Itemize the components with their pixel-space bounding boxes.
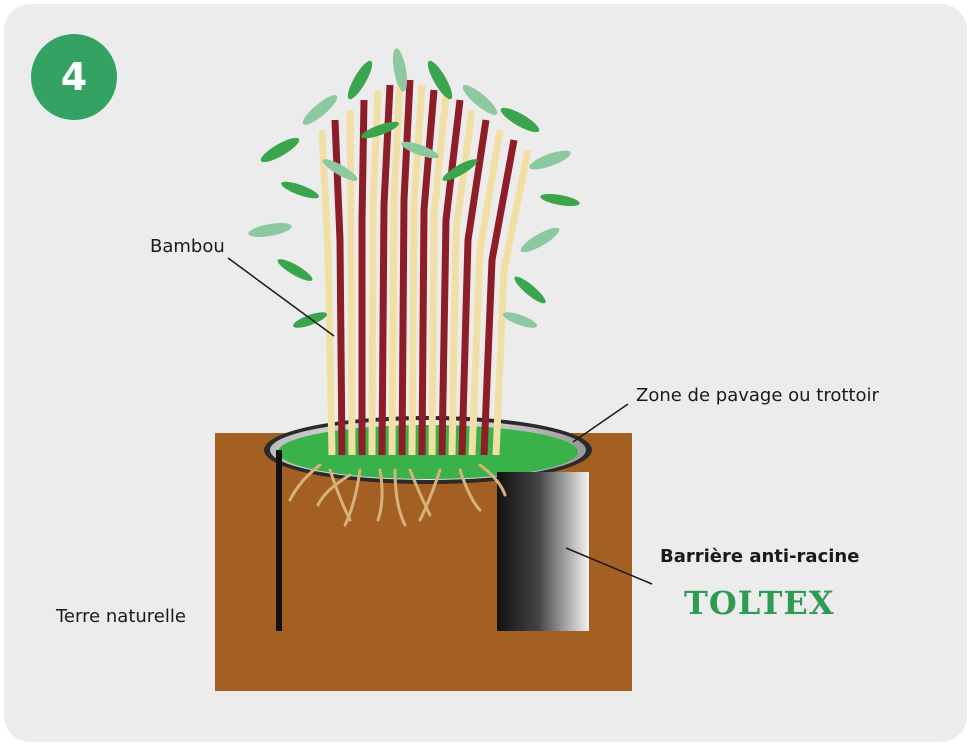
label-bamboo: Bambou xyxy=(150,236,225,257)
grass-surface xyxy=(278,425,578,479)
leader-barrier xyxy=(565,547,653,585)
roots xyxy=(288,463,507,527)
toltex-logo: TOLTEX xyxy=(684,584,835,622)
leader-bambou xyxy=(227,257,335,337)
leader-zone xyxy=(572,403,629,443)
bamboo-leaves xyxy=(248,48,580,328)
label-barrier: Barrière anti-racine xyxy=(660,546,860,567)
barrier-left-wall xyxy=(276,450,282,631)
step-number-badge: 4 xyxy=(31,34,117,120)
label-natural-soil: Terre naturelle xyxy=(56,606,186,627)
label-paving-zone: Zone de pavage ou trottoir xyxy=(636,385,879,406)
bamboo-stalks xyxy=(318,79,532,456)
